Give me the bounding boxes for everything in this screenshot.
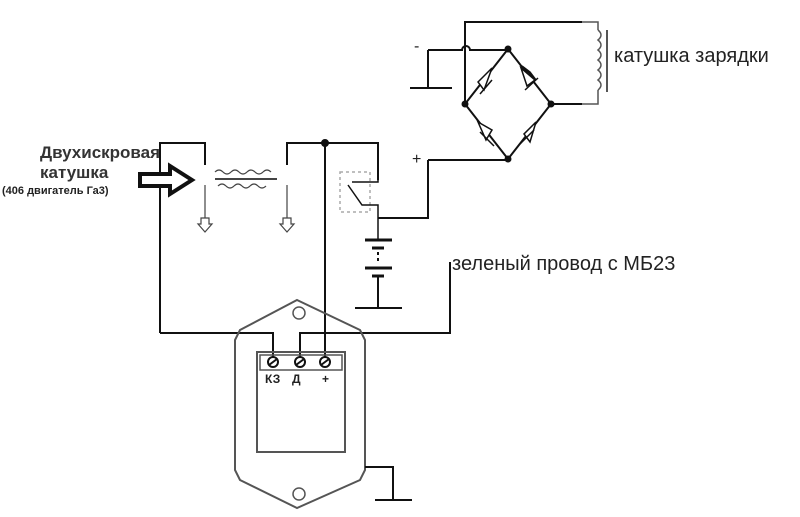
charging-coil-symbol (582, 21, 608, 105)
arrow-icon (138, 162, 196, 198)
regulator-screws (267, 356, 331, 368)
ignition-coil-label: Двухискровая катушка (40, 143, 161, 182)
terminal-plus-label: + (322, 372, 330, 386)
battery-symbol (355, 238, 402, 309)
bridge-minus-label: - (414, 38, 420, 55)
diode-bridge (461, 45, 555, 163)
charging-coil-label: катушка зарядки (614, 45, 769, 67)
voltage-regulator (234, 298, 412, 510)
bridge-plus-label: + (412, 151, 422, 168)
terminal-k3-label: КЗ (265, 372, 281, 386)
ignition-coil-symbol (196, 169, 296, 233)
engine-label: (406 двигатель Га3) (2, 185, 109, 197)
terminal-d-label: Д (292, 372, 301, 386)
green-wire-label: зеленый провод с МБ23 (452, 253, 676, 275)
